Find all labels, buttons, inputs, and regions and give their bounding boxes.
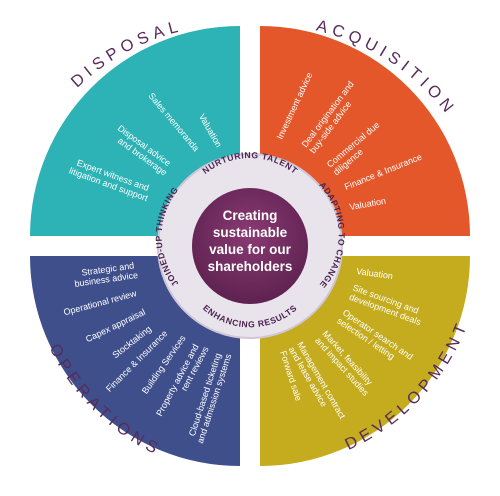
center-line-4: shareholders (208, 259, 293, 274)
center-circle (192, 188, 308, 304)
center-line-2: sustainable (213, 225, 288, 240)
center-line-3: value for our (209, 242, 292, 257)
center-line-1: Creating (223, 208, 278, 223)
